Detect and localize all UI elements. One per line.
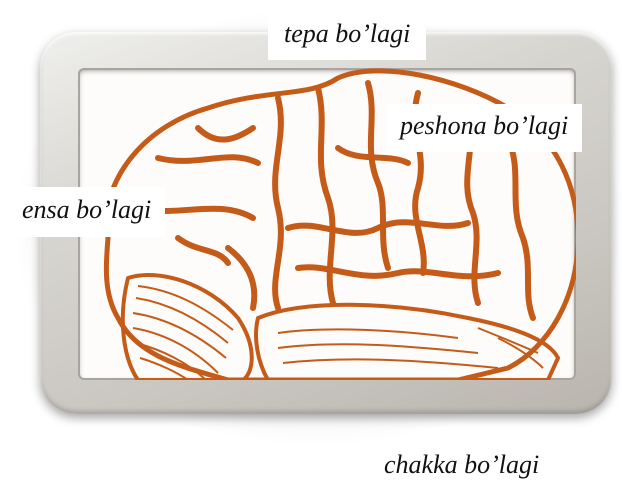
label-temporal-lobe: chakka bo’lagi bbox=[384, 452, 539, 478]
label-occipital-lobe: ensa bo’lagi bbox=[8, 187, 165, 237]
label-frontal-lobe: peshona bo’lagi bbox=[386, 104, 582, 152]
temporal-hatching bbox=[278, 328, 543, 368]
label-parietal-lobe: tepa bo’lagi bbox=[268, 12, 426, 60]
